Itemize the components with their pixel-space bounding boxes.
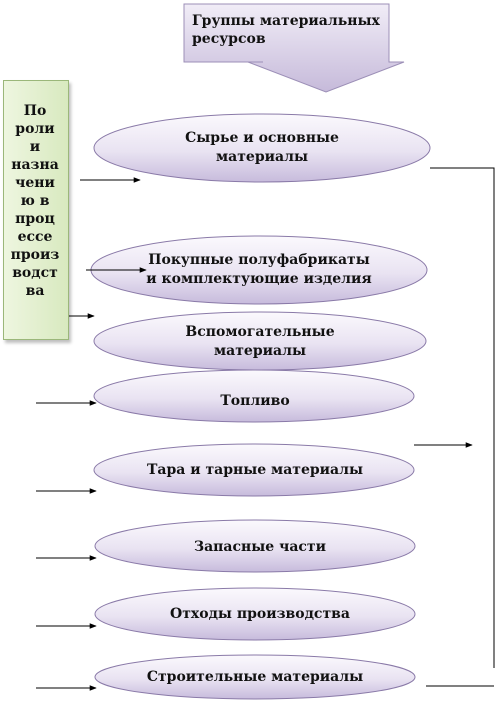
bracket-line [430, 167, 495, 668]
header-arrow-shape [183, 3, 405, 93]
ellipse-waste [94, 587, 416, 641]
side-label-text: По роли и назна чени ю в проц ессе произ… [3, 102, 67, 300]
category-label-semi-finished: Покупные полуфабрикаты и комплектующие и… [146, 252, 372, 287]
side-label-line: ю в [20, 193, 50, 209]
side-label-line: чени [15, 175, 55, 191]
category-ellipses [90, 113, 431, 700]
side-label-line: роли [15, 121, 55, 137]
category-label-containers: Тара и тарные материалы [146, 461, 364, 478]
category-label-spare-parts: Запасные части [194, 538, 326, 555]
category-label-raw-materials: Сырье и основные материалы [185, 130, 339, 165]
side-label-line: водст [12, 265, 58, 281]
side-label-line: и [29, 139, 41, 155]
ellipse-raw-materials [93, 113, 431, 183]
side-label-line: ессе [17, 229, 53, 245]
side-label-line: ва [25, 283, 45, 299]
category-label-waste: Отходы производства [170, 605, 350, 622]
right-bracket [414, 167, 495, 687]
side-label-line: произ [10, 247, 60, 263]
category-label-fuel: Топливо [220, 393, 290, 408]
side-label-line: назна [11, 157, 59, 173]
header-title: Группы материальных ресурсов [192, 13, 380, 47]
side-label-box [3, 80, 69, 340]
ellipse-construction [94, 654, 416, 700]
ellipse-spare-parts [94, 519, 416, 573]
side-label-line: проц [15, 211, 55, 227]
category-label-auxiliary: Вспомогательные материалы [185, 324, 335, 359]
category-label-construction: Строительные материалы [146, 668, 364, 685]
ellipse-auxiliary [93, 311, 427, 371]
side-label-line: По [23, 103, 47, 119]
ellipse-containers [93, 443, 415, 497]
